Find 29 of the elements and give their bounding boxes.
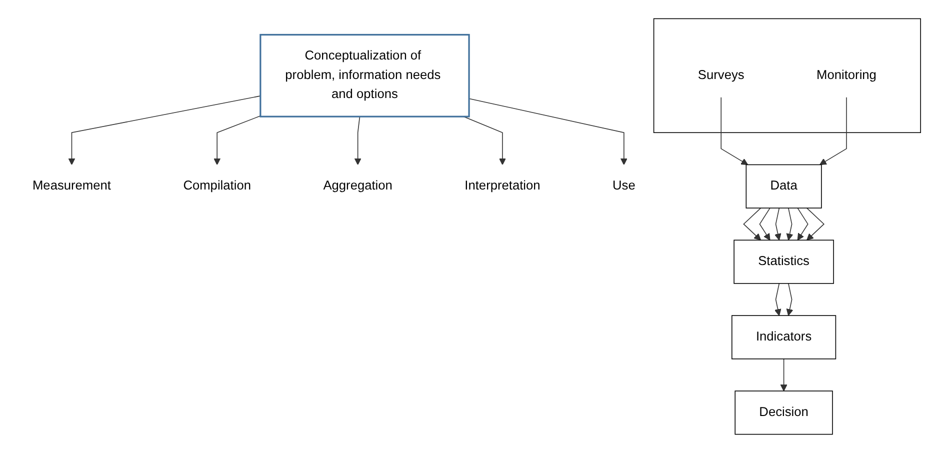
node-text: Monitoring — [816, 68, 876, 82]
node-text: Measurement — [32, 179, 111, 193]
arrow — [797, 208, 808, 240]
arrow — [463, 116, 506, 166]
node-box: Data — [746, 164, 822, 208]
arrow — [819, 96, 847, 166]
arrow — [786, 283, 794, 316]
node-text: Surveys — [698, 68, 744, 82]
arrow — [214, 116, 261, 166]
arrow — [468, 98, 628, 166]
arrow — [806, 208, 824, 240]
node-text: Compilation — [183, 179, 251, 193]
node-text: Interpretation — [464, 179, 540, 193]
arrow — [68, 96, 261, 166]
node-box: Conceptualization of problem, information needs and options — [260, 34, 470, 118]
arrow — [759, 208, 770, 240]
node-text: Aggregation — [323, 179, 392, 193]
arrow — [720, 96, 748, 166]
cluster — [653, 18, 921, 134]
node-box: Decision — [734, 390, 833, 435]
arrow — [786, 208, 794, 240]
node-text: Use — [612, 179, 636, 193]
arrow — [774, 208, 782, 240]
arrow — [743, 208, 762, 240]
node-box: Indicators — [732, 315, 836, 360]
arrow — [780, 358, 788, 392]
arrow — [774, 283, 782, 316]
arrow — [354, 116, 362, 166]
node-box: Statistics — [734, 240, 834, 284]
